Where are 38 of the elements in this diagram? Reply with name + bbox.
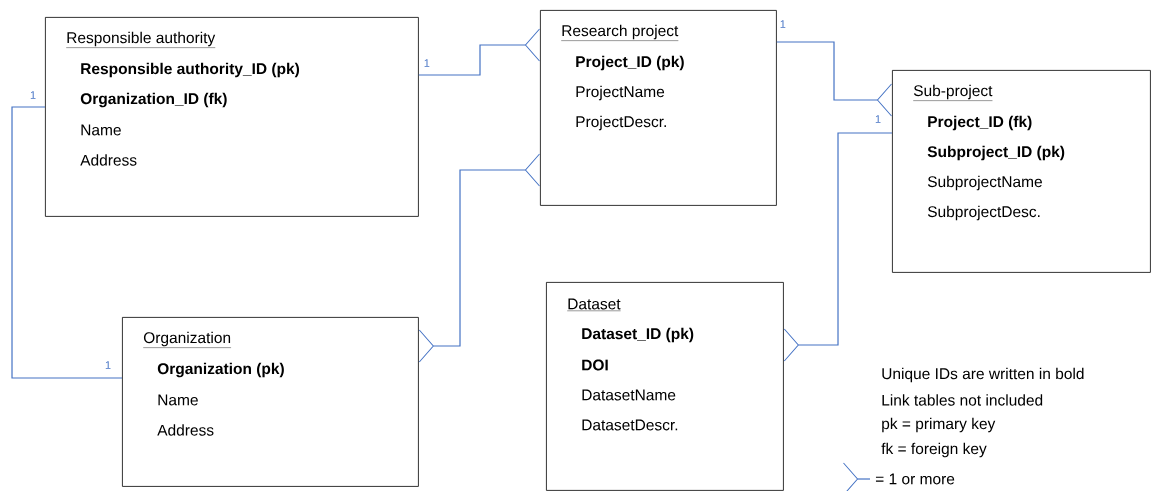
attribute: Project_ID (pk) [576, 55, 684, 71]
edge-label: 1 [30, 91, 36, 99]
entity-name: Responsible authority [66, 31, 216, 48]
note: fk = foreign key [881, 442, 987, 458]
relationship-line [776, 41, 892, 117]
attribute: DatasetName [582, 389, 676, 401]
attribute: Organization_ID (fk) [80, 92, 227, 108]
attribute: SubprojectName [927, 175, 1042, 191]
note: pk = primary key [882, 417, 996, 433]
entity-name: Organization [143, 331, 232, 348]
attribute: ProjectDescr. [576, 115, 666, 131]
relationship-line [783, 132, 893, 362]
cardinality-label: 1 [105, 361, 111, 369]
attribute: Dataset_ID (pk) [582, 327, 694, 343]
edge-label: 1 [780, 20, 786, 28]
entity-name: Dataset [567, 298, 621, 311]
relationship-line [11, 106, 123, 379]
attribute: Name [158, 394, 198, 406]
attribute: Address [80, 154, 137, 166]
edge-label: 1 [424, 59, 430, 67]
entity-name: Research project [561, 24, 679, 41]
attribute: DOI [582, 359, 608, 371]
relationship-line [418, 153, 540, 363]
attribute: Name [81, 124, 121, 136]
attribute: Address [157, 424, 214, 436]
entity-name: Sub-project [913, 84, 993, 101]
edge-label: 1 [875, 115, 881, 123]
attribute: Responsible authority_ID (pk) [81, 62, 300, 78]
note: Unique IDs are written in bold [882, 367, 1084, 383]
attribute: ProjectName [576, 85, 665, 101]
legend-text: = 1 or more [875, 473, 955, 485]
attribute: Project_ID (fk) [928, 115, 1032, 131]
note: Link tables not included [882, 394, 1043, 406]
attribute: DatasetDescr. [582, 419, 678, 431]
attribute: Subproject_ID (pk) [927, 145, 1065, 161]
attribute: Organization (pk) [157, 362, 284, 378]
relationship-line [418, 28, 540, 76]
attribute: SubprojectDesc. [927, 205, 1040, 221]
